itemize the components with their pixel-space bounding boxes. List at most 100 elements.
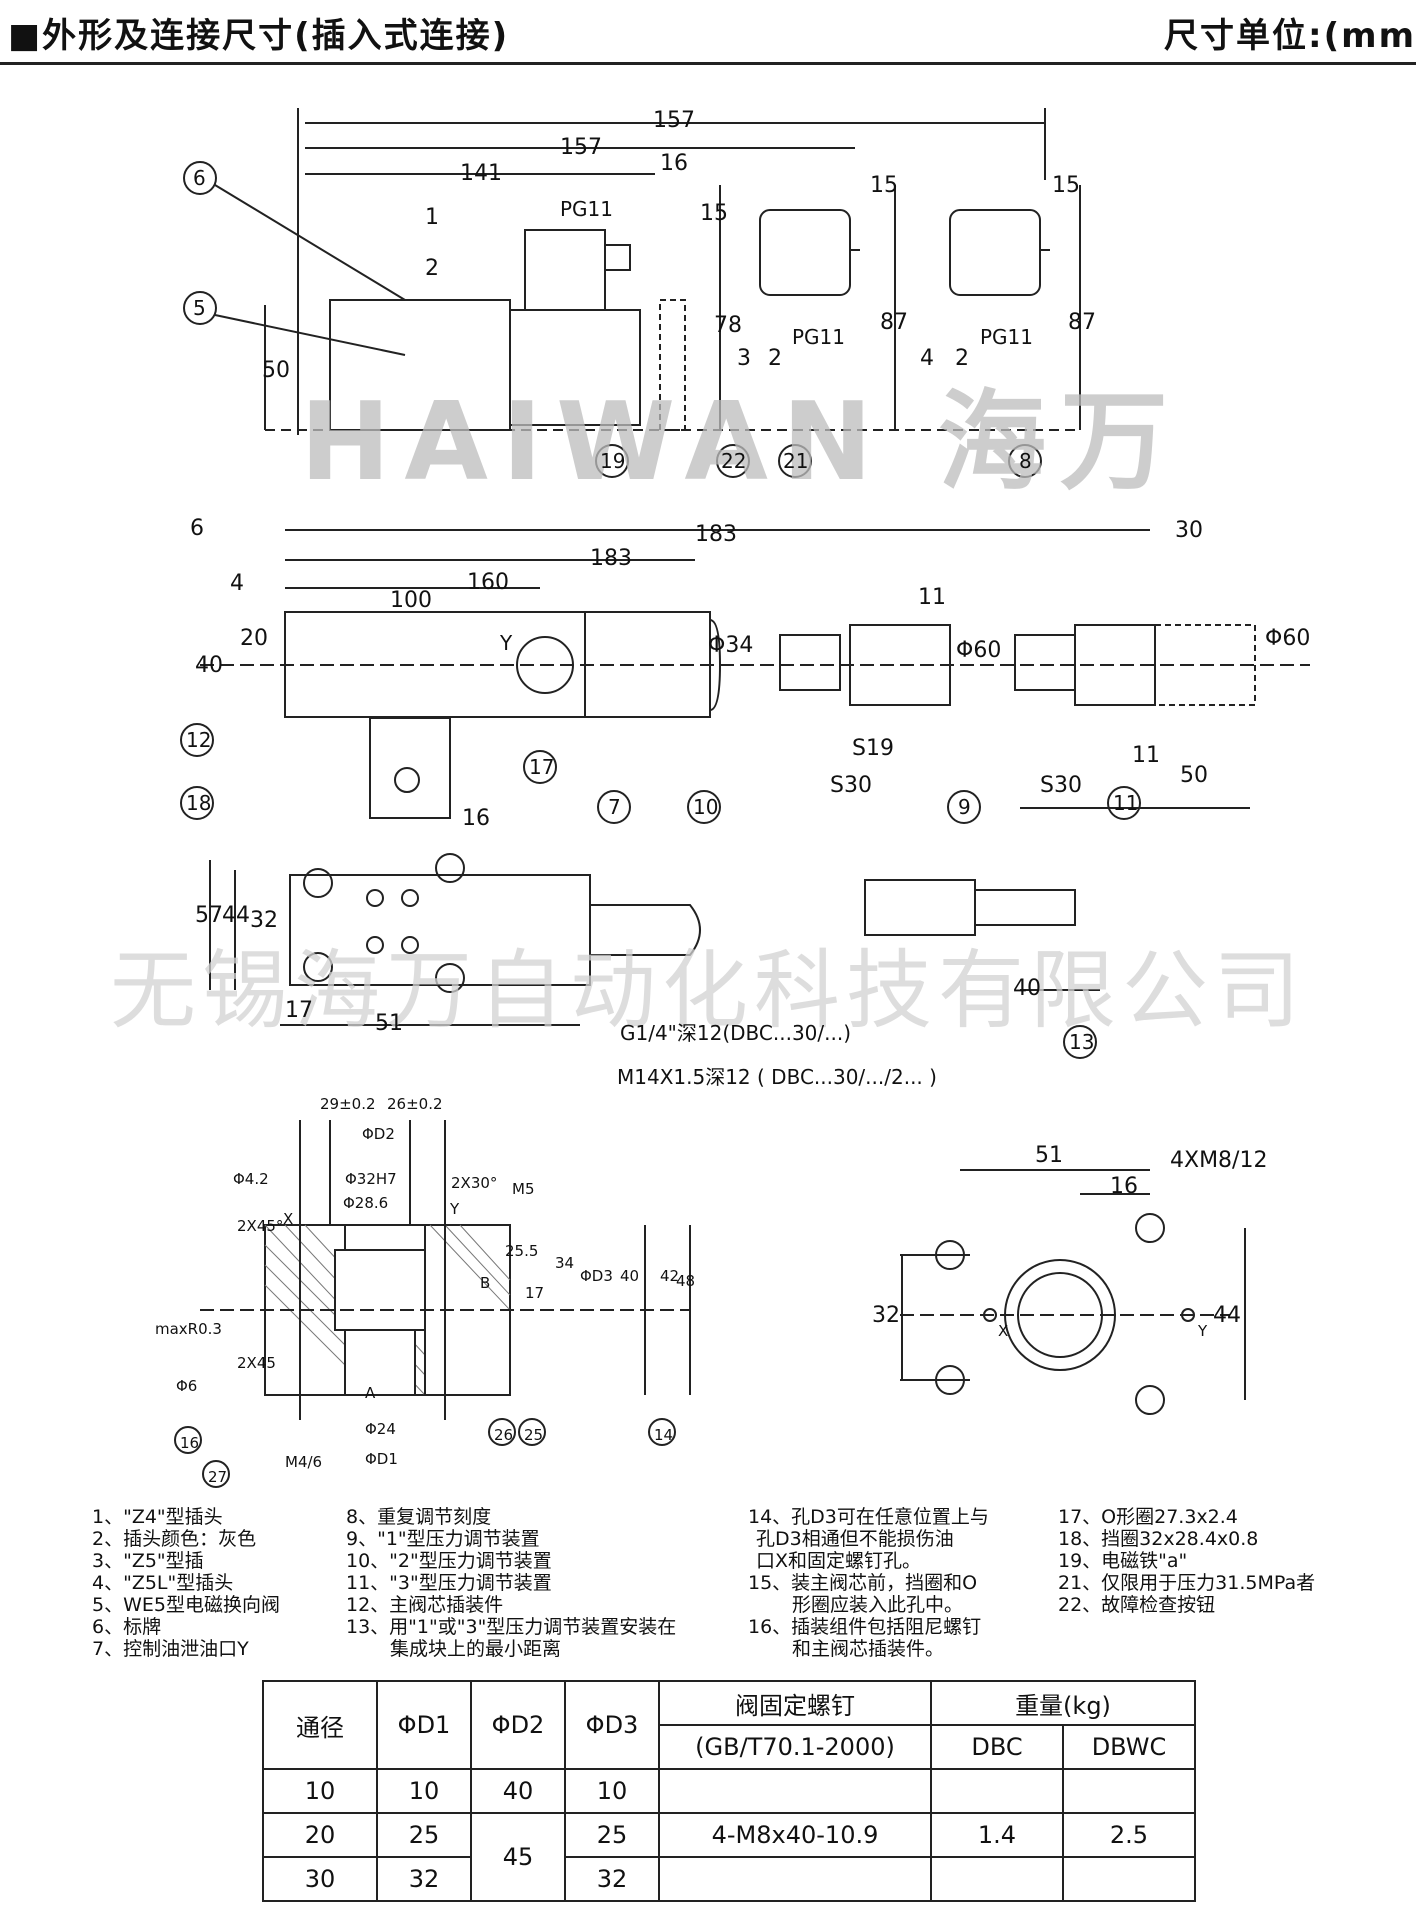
dim-32: 32: [250, 908, 278, 933]
dim-29: 29±0.2: [320, 1095, 376, 1113]
notes-col1: 1、"Z4"型插头 2、插头颜色：灰色 3、"Z5"型插 4、"Z5L"型插头 …: [92, 1506, 280, 1660]
th-screw-std: (GB/T70.1-2000): [658, 1724, 932, 1770]
dim-a: A: [365, 1384, 376, 1402]
dim-b32: 32: [872, 1303, 900, 1328]
note-item: 3、"Z5"型插: [92, 1550, 204, 1572]
dim-pg11b: PG11: [792, 325, 846, 349]
dim-50b: 50: [1180, 763, 1208, 788]
note-item: 5、WE5型电磁换向阀: [92, 1594, 280, 1616]
dim-d3: ΦD3: [580, 1267, 613, 1285]
dim-44: 44: [222, 903, 250, 928]
cell: 45: [470, 1812, 566, 1902]
cell: 25: [564, 1812, 660, 1858]
callout-18: 18: [186, 791, 212, 815]
note-g14: G1/4"深12(DBC...30/...): [620, 1021, 852, 1045]
page-header: ■外形及连接尺寸(插入式连接) 尺寸单位:(mm: [0, 0, 1416, 65]
note-item: 9、"1"型压力调节装置: [346, 1528, 540, 1550]
cell: [930, 1856, 1064, 1902]
dim-57: 57: [195, 903, 223, 928]
dim-51: 51: [375, 1011, 403, 1036]
notes-col3: 14、孔D3可在任意位置上与 孔D3相通但不能损伤油 口X和固定螺钉孔。 15、…: [748, 1506, 989, 1660]
note-item: 4、"Z5L"型插头: [92, 1572, 234, 1594]
note-item: 13、用"1"或"3"型压力调节装置安装在: [346, 1616, 677, 1638]
dim-2x45: 2X45°: [237, 1217, 284, 1235]
watermark-company: 无锡海万自动化科技有限公司: [110, 941, 1306, 1041]
dim-phi60a: Φ60: [956, 638, 1002, 663]
dim-157b: 157: [560, 135, 602, 160]
dim-20: 20: [240, 626, 268, 651]
table-row: 20 25 45 25 4-M8x40-10.9 1.4 2.5: [262, 1812, 1196, 1902]
callout-7: 7: [608, 795, 621, 819]
dim-phi60b: Φ60: [1265, 626, 1311, 651]
dim-b16: 16: [1110, 1174, 1138, 1199]
callout-19: 19: [600, 449, 626, 473]
notes-col4: 17、O形圈27.3x2.4 18、挡圈32x28.4x0.8 19、电磁铁"a…: [1058, 1506, 1315, 1616]
dim-17sec: 17: [525, 1284, 545, 1302]
note-item: 6、标牌: [92, 1616, 162, 1638]
dim-2x45b: 2X45: [237, 1354, 276, 1372]
dim-15b: 15: [870, 173, 898, 198]
th-dbwc: DBWC: [1062, 1724, 1196, 1770]
callout-12: 12: [186, 728, 212, 752]
th-d1: ΦD1: [376, 1680, 472, 1770]
dim-y: Y: [500, 631, 513, 655]
callout-label-2b: 2: [768, 346, 782, 371]
cell: [1062, 1768, 1196, 1814]
cell: 10: [376, 1768, 472, 1814]
note-item: 口X和固定螺钉孔。: [756, 1550, 922, 1572]
dim-15a: 15: [700, 201, 728, 226]
th-screw: 阀固定螺钉: [658, 1680, 932, 1726]
dim-16b: 16: [462, 806, 490, 831]
callout-14: 14: [654, 1426, 674, 1444]
spec-table: 通径 ΦD1 ΦD2 ΦD3 阀固定螺钉 重量(kg) (GB/T70.1-20…: [262, 1680, 1196, 1902]
dim-m46: M4/6: [285, 1453, 323, 1471]
dim-255: 25.5: [505, 1242, 539, 1260]
dim-11a: 11: [918, 585, 946, 610]
dim-x: X: [283, 1210, 294, 1228]
dim-15c: 15: [1052, 173, 1080, 198]
cell: 20: [262, 1812, 378, 1858]
cell: [930, 1768, 1064, 1814]
note-item: 7、控制油泄油口Y: [92, 1638, 249, 1660]
callout-9: 9: [958, 795, 971, 819]
dim-141: 141: [460, 161, 502, 186]
cell: 32: [376, 1856, 472, 1902]
dim-87b: 87: [1068, 310, 1096, 335]
dim-4: 4: [230, 571, 244, 596]
callout-17: 17: [529, 755, 555, 779]
callout-label-4: 4: [920, 346, 934, 371]
dim-m5: M5: [512, 1180, 535, 1198]
dim-42: 42: [660, 1267, 680, 1285]
callout-11: 11: [1113, 791, 1139, 815]
note-item: 8、重复调节刻度: [346, 1506, 492, 1528]
callout-6b: 6: [190, 516, 204, 541]
note-item: 14、孔D3可在任意位置上与: [748, 1506, 989, 1528]
callout-label-2c: 2: [955, 346, 969, 371]
dim-87a: 87: [880, 310, 908, 335]
note-item: 孔D3相通但不能损伤油: [756, 1528, 954, 1550]
dim-78: 78: [714, 313, 742, 338]
cell: 10: [262, 1768, 378, 1814]
table-row: 10 10 40 10: [262, 1768, 1196, 1814]
note-item: 和主阀芯插装件。: [792, 1638, 945, 1660]
dim-100: 100: [390, 588, 432, 613]
callout-21: 21: [783, 449, 809, 473]
dim-b51: 51: [1035, 1143, 1063, 1168]
header-rule: [0, 62, 1416, 65]
dim-157a: 157: [653, 108, 695, 133]
callout-label-1: 1: [425, 205, 439, 230]
callout-13: 13: [1069, 1030, 1095, 1054]
dim-by: Y: [1198, 1322, 1208, 1340]
note-item: 10、"2"型压力调节装置: [346, 1550, 552, 1572]
dim-48: 48: [676, 1272, 696, 1290]
note-item: 1、"Z4"型插头: [92, 1506, 223, 1528]
callout-label-2: 2: [425, 256, 439, 281]
dim-40b: 40: [1013, 976, 1041, 1001]
dim-b44: 44: [1213, 1303, 1241, 1328]
cell: 25: [376, 1812, 472, 1858]
dim-s30a: S30: [830, 773, 872, 798]
page-title: ■外形及连接尺寸(插入式连接): [8, 16, 510, 56]
note-item: 15、装主阀芯前，挡圈和O: [748, 1572, 978, 1594]
dim-d1: ΦD1: [365, 1450, 398, 1468]
cell: 4-M8x40-10.9: [658, 1812, 932, 1858]
